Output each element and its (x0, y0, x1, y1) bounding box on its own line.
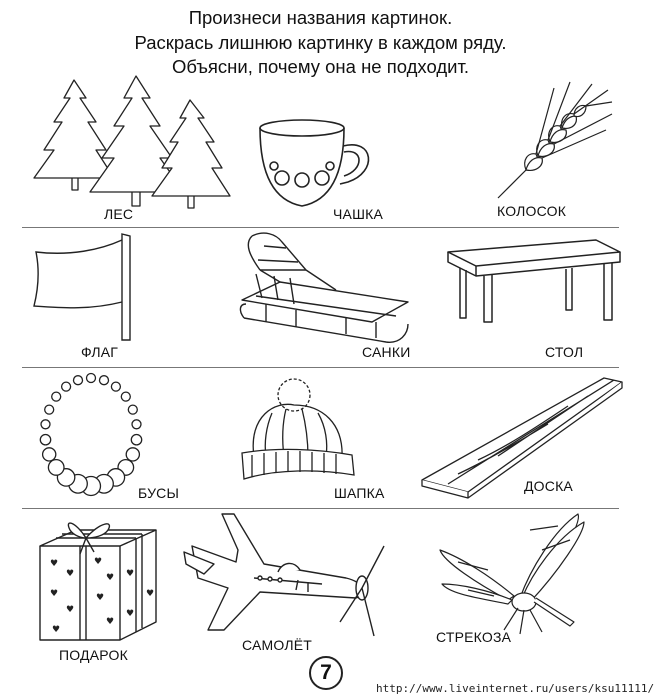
table-icon (446, 238, 622, 324)
svg-text:♥: ♥ (96, 593, 104, 603)
row-divider (22, 227, 619, 228)
bead (62, 382, 71, 391)
instruction-line-3: Объясни, почему она не подходит. (171, 56, 470, 77)
item-label: ЛЕС (104, 206, 134, 222)
item-label: ФЛАГ (81, 344, 119, 360)
svg-text:♥: ♥ (66, 605, 74, 615)
bead (52, 392, 61, 401)
item-label: СТОЛ (545, 344, 584, 360)
svg-text:♥: ♥ (50, 559, 58, 569)
board-icon (418, 376, 624, 496)
bead (121, 392, 130, 401)
instruction-line-2: Раскрась лишнюю картинку в каждом ряду. (134, 31, 507, 53)
svg-text:♥: ♥ (126, 569, 134, 579)
svg-text:♥: ♥ (50, 589, 58, 599)
item-label: ЧАШКА (333, 206, 383, 222)
instructions: Произнеси названия картинок. Раскрась ли… (0, 6, 641, 80)
page-number: 7 (309, 656, 343, 690)
item-label: КОЛОСОК (497, 203, 567, 219)
bead (87, 374, 96, 383)
svg-text:♥: ♥ (106, 573, 114, 583)
item-label: САНКИ (362, 344, 411, 360)
item-label: ПОДАРОК (59, 647, 128, 663)
item-label: ДОСКА (524, 478, 573, 494)
bead (74, 376, 83, 385)
svg-text:♥: ♥ (106, 617, 114, 627)
bead (40, 435, 50, 445)
bead (41, 420, 50, 429)
svg-text:♥: ♥ (94, 557, 102, 567)
beads-icon (38, 370, 144, 498)
forest-icon (28, 74, 238, 214)
svg-text:♥: ♥ (66, 569, 74, 579)
bead (45, 405, 54, 414)
bead (48, 460, 64, 476)
bead (131, 435, 141, 445)
item-label: БУСЫ (138, 485, 180, 501)
instruction-line-1: Произнеси названия картинок. (188, 7, 453, 28)
watermark-url: http://www.liveinternet.ru/users/ksu1111… (376, 682, 654, 695)
item-label: СТРЕКОЗА (436, 629, 512, 645)
flag-icon (30, 232, 142, 342)
dragonfly-icon (438, 510, 588, 636)
airplane-icon (178, 512, 384, 640)
svg-text:♥: ♥ (146, 589, 154, 599)
gift-icon: ♥♥♥♥♥♥♥♥♥♥♥♥ (36, 516, 160, 646)
bead (132, 420, 141, 429)
bead (100, 376, 109, 385)
row-divider (22, 508, 619, 509)
sled-icon (236, 230, 416, 352)
bead (111, 382, 120, 391)
knit-hat-icon (236, 375, 360, 485)
svg-text:♥: ♥ (126, 609, 134, 619)
bead (128, 405, 137, 414)
item-label: ШАПКА (334, 485, 385, 501)
bead (126, 448, 139, 461)
wheat-ear-icon (496, 80, 614, 200)
svg-text:♥: ♥ (52, 625, 60, 635)
bead (43, 448, 56, 461)
cup-icon (252, 118, 382, 216)
item-label: САМОЛЁТ (242, 637, 313, 653)
row-divider (22, 367, 619, 368)
